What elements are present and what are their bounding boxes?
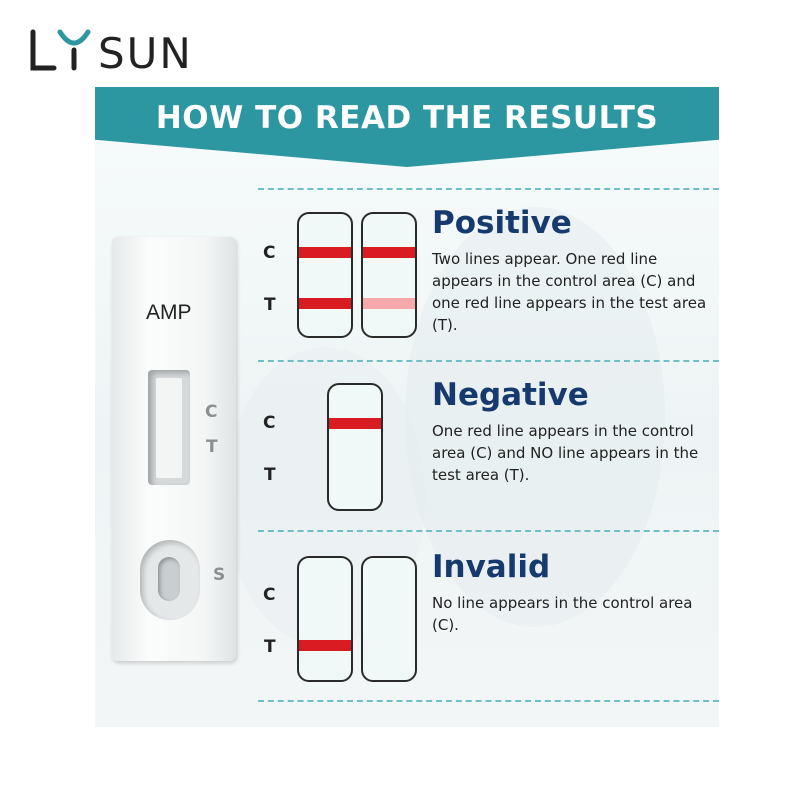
- section-divider: [258, 360, 719, 362]
- lysun-logo: SUN: [30, 29, 193, 74]
- cassette-label: AMP: [146, 301, 192, 324]
- test-strip: [297, 556, 353, 682]
- svg-text:SUN: SUN: [98, 29, 193, 74]
- result-description-positive: Two lines appear. One red line appears i…: [432, 250, 707, 334]
- result-description-invalid: No line appears in the control area (C).: [432, 594, 693, 634]
- test-line: [299, 298, 351, 309]
- cassette-s-mark: S: [213, 565, 226, 585]
- cassette-c-mark: C: [205, 402, 218, 422]
- t-label: T: [264, 637, 276, 657]
- result-window-strip: [156, 378, 182, 478]
- test-strip: [361, 556, 417, 682]
- t-label: T: [264, 465, 276, 485]
- banner-title: HOW TO READ THE RESULTS: [155, 100, 659, 136]
- cassette-t-mark: T: [206, 437, 218, 457]
- result-heading-negative: Negative: [432, 377, 589, 413]
- result-description-negative: One red line appears in the control area…: [432, 422, 699, 484]
- test-line: [299, 640, 351, 651]
- test-strip: [327, 383, 383, 511]
- test-line-faint: [363, 298, 415, 309]
- control-line: [363, 247, 415, 258]
- result-heading-invalid: Invalid: [432, 549, 551, 585]
- c-label: C: [263, 413, 276, 433]
- c-label: C: [263, 243, 276, 263]
- test-strip: [361, 212, 417, 338]
- control-line: [299, 247, 351, 258]
- control-line: [329, 418, 381, 429]
- c-label: C: [263, 585, 276, 605]
- sample-well-hole: [158, 557, 180, 601]
- test-strip: [297, 212, 353, 338]
- result-heading-positive: Positive: [432, 205, 572, 241]
- t-label: T: [264, 295, 276, 315]
- section-divider: [258, 188, 719, 190]
- background-figure: [405, 207, 665, 627]
- section-divider: [258, 530, 719, 532]
- section-divider: [258, 700, 719, 702]
